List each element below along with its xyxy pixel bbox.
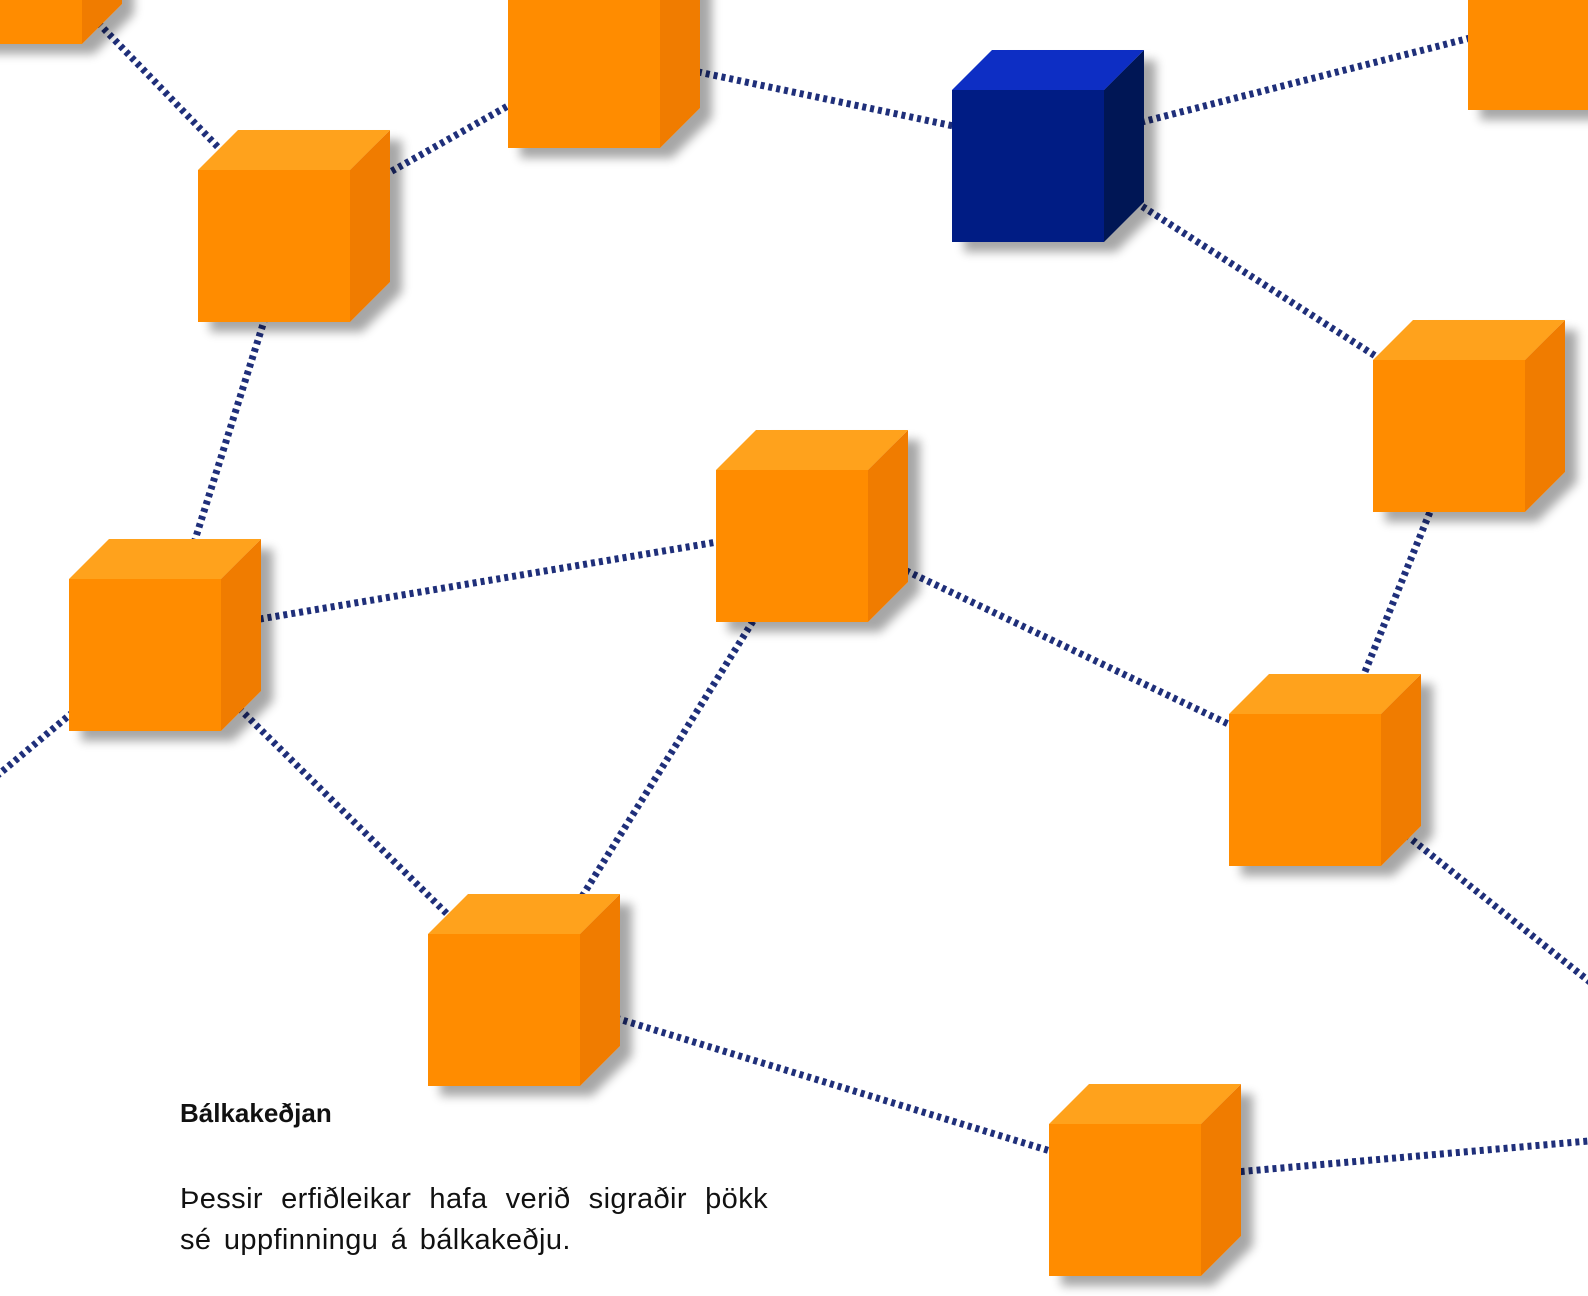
cube-side-face [660, 0, 700, 148]
cube-front-face [716, 470, 868, 622]
article-body: Þessir erfiðleikar hafa verið sigraðir þ… [180, 1183, 768, 1257]
cube-front-face [428, 934, 580, 1086]
cube-side-face [221, 539, 261, 731]
connection-line [164, 522, 813, 639]
orange-block-cube [428, 894, 620, 1086]
orange-block-cube [1468, 0, 1588, 110]
cube-top-face [1229, 674, 1421, 714]
orange-block-cube [69, 539, 261, 731]
cube-side-face [1381, 674, 1421, 866]
cube-top-face [1049, 1084, 1241, 1124]
cube-side-face [350, 130, 390, 322]
cube-side-face [1201, 1084, 1241, 1276]
article-heading: Bálkakeðjan [180, 1098, 332, 1128]
cube-top-face [198, 130, 390, 170]
orange-block-cube [716, 430, 908, 622]
cube-front-face [1229, 714, 1381, 866]
cube-top-face [952, 50, 1144, 90]
orange-block-cube [508, 0, 700, 148]
cube-side-face [1104, 50, 1144, 242]
cube-side-face [580, 894, 620, 1086]
cube-front-face [1049, 1124, 1201, 1276]
orange-block-cube [0, 0, 122, 44]
cube-top-face [428, 894, 620, 934]
cube-front-face [1373, 360, 1525, 512]
cube-top-face [716, 430, 908, 470]
cube-front-face [0, 0, 82, 44]
orange-block-cube [1049, 1084, 1241, 1276]
cube-side-face [868, 430, 908, 622]
cube-front-face [508, 0, 660, 148]
blue-block-cube [952, 50, 1144, 242]
cube-front-face [69, 579, 221, 731]
cube-side-face [82, 0, 122, 44]
cube-front-face [198, 170, 350, 322]
article: Bálkakeðjan Þessir erfiðleikar hafa veri… [180, 1098, 768, 1261]
cube-top-face [69, 539, 261, 579]
cube-side-face [1525, 320, 1565, 512]
orange-block-cube [198, 130, 390, 322]
cube-top-face [1373, 320, 1565, 360]
orange-block-cube [1373, 320, 1565, 512]
cube-front-face [1468, 0, 1588, 110]
cube-front-face [952, 90, 1104, 242]
orange-block-cube [1229, 674, 1421, 866]
